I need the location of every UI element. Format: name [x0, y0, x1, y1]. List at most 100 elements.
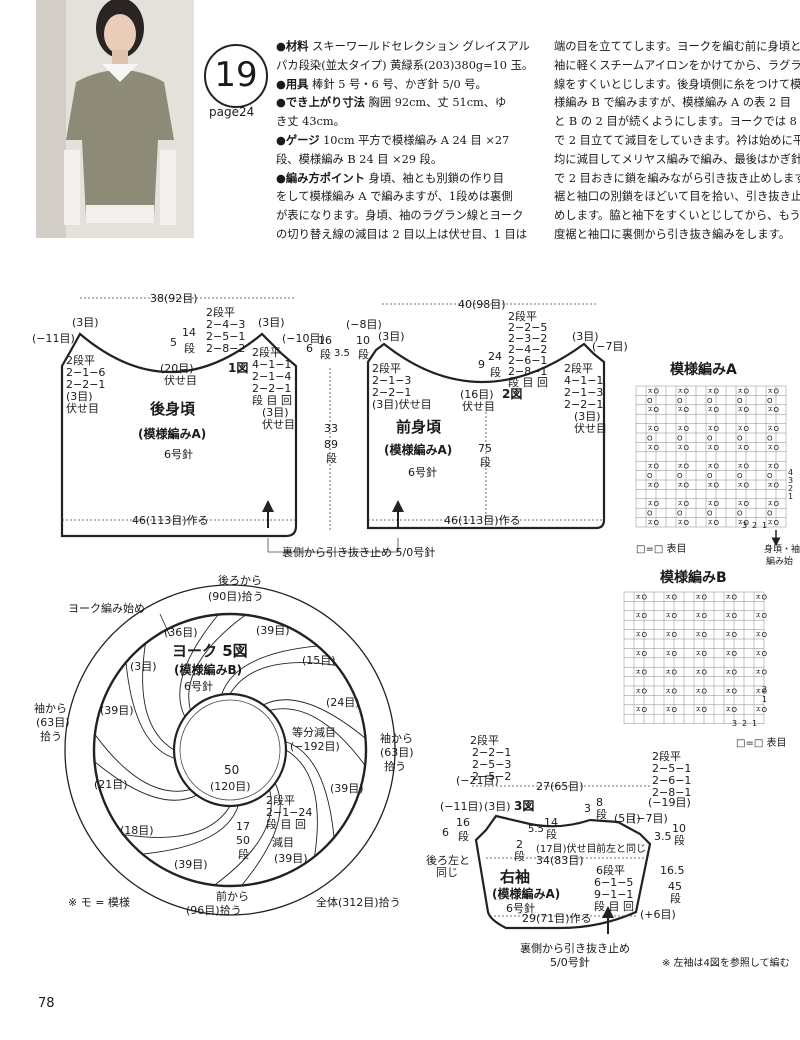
- svg-text:裏側から引き抜き止め: 裏側から引き抜き止め: [520, 941, 630, 955]
- svg-text:ヨーク編み始め: ヨーク編み始め: [68, 601, 145, 615]
- back-neck-rows-val: 14: [182, 326, 196, 339]
- svg-text:2−1−6: 2−1−6: [66, 366, 105, 379]
- stitch-symbol: O: [647, 434, 653, 442]
- stitch-symbol: ㅈO: [767, 500, 779, 508]
- stitch-symbol: ㅈO: [737, 387, 749, 395]
- instr-line: パカ段染(並太タイプ) 黄緑系(203)380g=10 玉。: [276, 58, 534, 72]
- svg-text:50: 50: [236, 834, 250, 847]
- stitch-symbol: ㅈO: [677, 406, 689, 414]
- stitch-symbol: ㅈO: [665, 650, 677, 658]
- svg-text:2: 2: [742, 719, 747, 728]
- svg-text:(+6目): (+6目): [640, 908, 676, 921]
- svg-text:16: 16: [456, 816, 470, 829]
- svg-text:拾う: 拾う: [384, 759, 406, 773]
- back-neck-rows-unit: 段: [184, 341, 195, 355]
- stitch-symbol: ㅈO: [665, 631, 677, 639]
- svg-text:2−1−3: 2−1−3: [372, 374, 411, 387]
- stitch-symbol: ㅈO: [725, 650, 737, 658]
- svg-text:2−1−3: 2−1−3: [564, 386, 603, 399]
- back-neck-depth: 5: [170, 336, 177, 349]
- svg-text:9−1−1: 9−1−1: [594, 888, 633, 901]
- stitch-symbol: ㅈO: [647, 500, 659, 508]
- svg-text:2−3−2: 2−3−2: [508, 332, 547, 345]
- front-left-10: 10: [356, 334, 370, 347]
- sleeve-top-left-rows: 2段平 2−2−1 2−5−3 2−5−2: [470, 733, 511, 783]
- instructions-col1: ●材料 スキーワールドセレクション グレイスアル パカ段染(並太タイプ) 黄緑系…: [276, 38, 533, 245]
- svg-text:後ろから: 後ろから: [218, 573, 262, 587]
- back-side-16b: 段: [320, 347, 331, 361]
- svg-text:減目: 減目: [272, 835, 294, 849]
- stitch-symbol: O: [707, 434, 713, 442]
- back-left-edge: (−11目): [32, 332, 75, 345]
- front-neck-24b: 段: [490, 365, 501, 379]
- svg-text:(3目): (3目): [130, 660, 157, 673]
- stitch-symbol: ㅈO: [635, 593, 647, 601]
- svg-text:2−5−3: 2−5−3: [472, 758, 511, 771]
- instr-line: 裾と袖口の別鎖をほどいて目を拾い、引き抜き止: [554, 190, 800, 204]
- stitch-symbol: ㅈO: [635, 631, 647, 639]
- stitch-symbol: ㅈO: [737, 463, 749, 471]
- front-left-corner: (3目): [378, 330, 405, 343]
- stitch-symbol: ㅈO: [755, 669, 767, 677]
- stitch-symbol: O: [677, 472, 683, 480]
- yoke-dec-line: [142, 643, 175, 751]
- stitch-symbol: O: [767, 472, 773, 480]
- instr-line: 段、模様編み B 24 目 ×29 段。: [276, 152, 443, 166]
- front-top-width: 40(98目): [458, 298, 506, 311]
- yoke-dec-line: [179, 614, 219, 717]
- yoke-title: ヨーク 5図: [172, 642, 248, 660]
- stitch-symbol: O: [677, 397, 683, 405]
- svg-text:6−1−5: 6−1−5: [594, 876, 633, 889]
- svg-text:3: 3: [732, 719, 737, 728]
- sleeve-outline: [474, 814, 652, 930]
- svg-text:1: 1: [762, 695, 767, 704]
- stitch-symbol: ㅈO: [725, 612, 737, 620]
- stitch-symbol: ㅈO: [737, 406, 749, 414]
- svg-text:段: 段: [670, 891, 681, 905]
- yoke-dec-line: [214, 789, 272, 886]
- stitch-symbol: O: [707, 397, 713, 405]
- yoke-dec-lines: [94, 614, 366, 886]
- stitch-symbol: ㅈO: [707, 463, 719, 471]
- instr-line: 線をすくいとじします。後身頃側に糸をつけて模: [554, 77, 800, 91]
- front-neck-9: 9: [478, 358, 485, 371]
- yoke-dec-line: [269, 708, 366, 766]
- svg-text:2: 2: [516, 838, 523, 851]
- stitch-symbol: ㅈO: [755, 631, 767, 639]
- front-outline: [366, 342, 606, 530]
- front-right-corner: (3目): [572, 330, 599, 343]
- svg-text:※ 左袖は4図を参照して編む: ※ 左袖は4図を参照して編む: [662, 956, 790, 969]
- svg-text:(39目): (39目): [256, 624, 290, 637]
- svg-text:27(65目): 27(65目): [536, 780, 584, 793]
- front-right-dec: 2段平 4−1−1 2−1−3 2−2−1 (3目) 伏せ目: [564, 361, 607, 435]
- svg-text:袖から: 袖から: [380, 731, 413, 745]
- stitch-symbol: ㅈO: [695, 631, 707, 639]
- svg-text:伏せ目: 伏せ目: [66, 401, 99, 415]
- stitch-symbol: ㅈO: [635, 650, 647, 658]
- svg-text:(3目): (3目): [574, 410, 601, 423]
- svg-text:(5目): (5目): [614, 812, 641, 825]
- svg-text:前左と同じ: 前左と同じ: [596, 842, 646, 855]
- stitch-symbol: ㅈO: [635, 612, 647, 620]
- back-side-35: 3.5: [334, 348, 350, 359]
- sleeve-inc-rows: 6段平 6−1−5 9−1−1 段 目 回: [594, 863, 634, 913]
- back-side-89b: 段: [326, 451, 337, 465]
- svg-text:16.5: 16.5: [660, 864, 685, 877]
- chart-a-note2: 編み始: [766, 555, 793, 567]
- stitch-symbol: ㅈO: [725, 706, 737, 714]
- svg-text:2−2−1: 2−2−1: [66, 378, 105, 391]
- stitch-symbol: O: [647, 510, 653, 518]
- svg-text:2−5−1: 2−5−1: [652, 762, 691, 775]
- svg-text:段: 段: [238, 847, 249, 861]
- svg-text:(−11目): (−11目): [440, 800, 483, 813]
- chart-a-row3: 3: [788, 476, 793, 485]
- svg-text:2段平: 2段平: [266, 793, 295, 807]
- svg-text:(−192目): (−192目): [290, 740, 340, 753]
- stitch-symbol: O: [647, 472, 653, 480]
- svg-text:4−1−1: 4−1−1: [564, 374, 603, 387]
- stitch-symbol: ㅈO: [647, 463, 659, 471]
